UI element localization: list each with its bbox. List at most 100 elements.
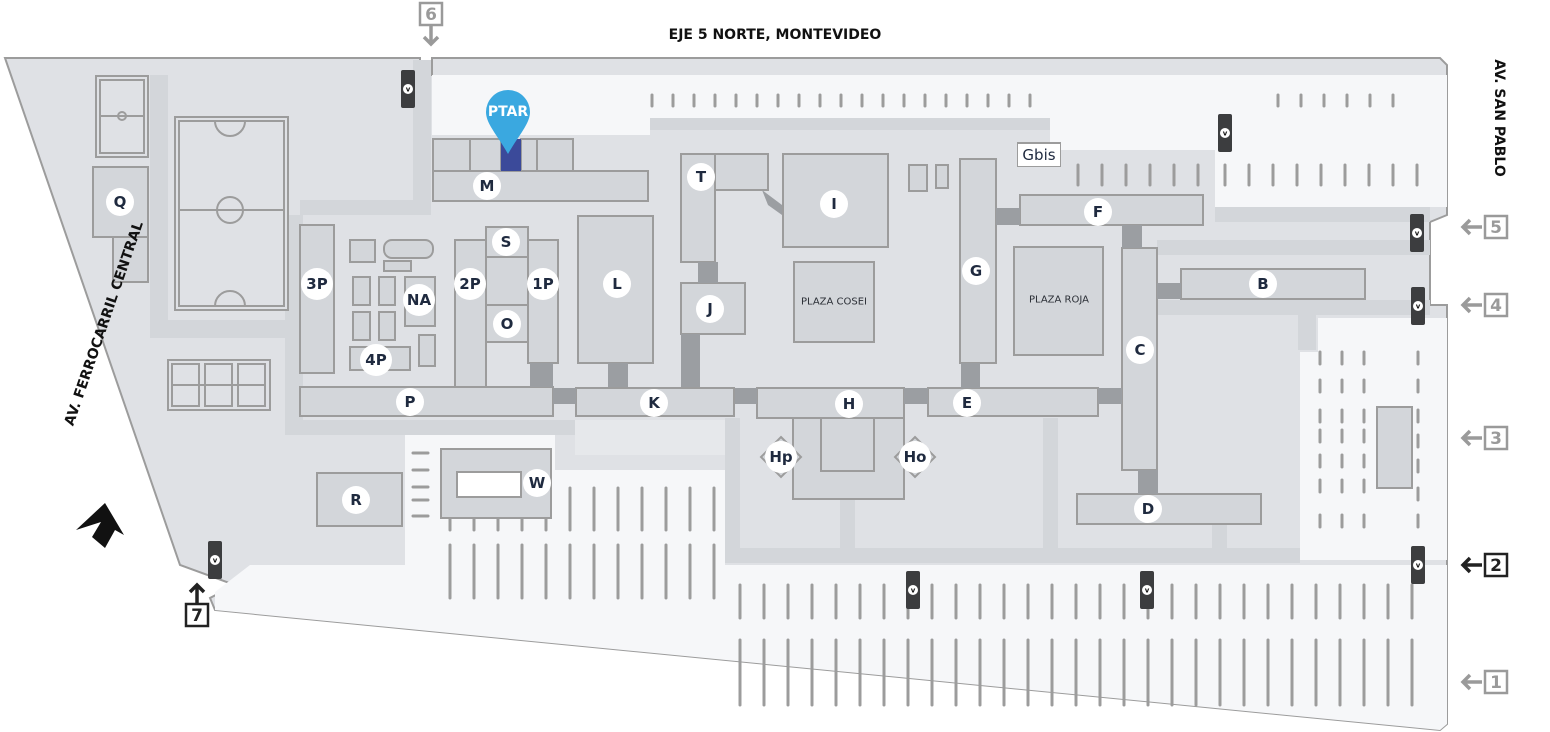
building-annex[interactable] (378, 311, 396, 341)
connector (961, 363, 980, 388)
security-booth[interactable]: v (1410, 214, 1424, 252)
gate-7[interactable]: 7 (184, 582, 210, 628)
building-label-1P[interactable]: 1P (527, 268, 559, 300)
connector (1157, 283, 1181, 299)
building-T-wing[interactable] (714, 153, 769, 191)
label-badge (396, 388, 424, 416)
gate-4[interactable]: 4 (1460, 292, 1509, 318)
building-label-M[interactable]: M (473, 172, 501, 200)
building-M[interactable] (432, 170, 649, 202)
building-annex[interactable] (349, 239, 376, 263)
building-label-2P[interactable]: 2P (454, 268, 486, 300)
building-label-NA[interactable]: NA (403, 284, 435, 316)
building-M-annex[interactable] (469, 138, 502, 172)
building-label-G[interactable]: G (962, 257, 990, 285)
building-label-R[interactable]: R (342, 486, 370, 514)
building-label-J[interactable]: J (696, 295, 724, 323)
building-label-L[interactable]: L (603, 270, 631, 298)
walkway (150, 320, 300, 338)
building-M-annex[interactable] (520, 138, 538, 172)
building-label-P[interactable]: P (396, 388, 424, 416)
building-name: 2P (459, 275, 480, 293)
building-label-E[interactable]: E (953, 389, 981, 417)
building-Q-annex[interactable] (112, 236, 149, 283)
building-S-O-link[interactable] (485, 256, 529, 306)
north-parking-area (432, 75, 1447, 207)
booth-label: v (406, 86, 411, 94)
building-name: 4P (365, 351, 386, 369)
building-label-I[interactable]: I (820, 190, 848, 218)
booth-dot (1413, 301, 1423, 311)
building-M-annex[interactable] (536, 138, 574, 172)
ptar-marker[interactable]: PTAR (486, 90, 530, 154)
arrow-up-icon (188, 582, 206, 604)
building-plaza-roja[interactable] (1013, 246, 1104, 356)
building-label-K[interactable]: K (640, 389, 668, 417)
building-label-Gbis[interactable]: Gbis (1018, 144, 1060, 166)
booth-label: v (1416, 562, 1421, 570)
building-label-3P[interactable]: 3P (301, 268, 333, 300)
gate-box (1483, 669, 1509, 695)
building-name: R (350, 491, 362, 509)
building-annex[interactable] (908, 164, 928, 192)
building-annex[interactable] (383, 260, 412, 272)
building-label-S[interactable]: S (492, 228, 520, 256)
security-booth[interactable]: v (1411, 546, 1425, 584)
connector (698, 262, 718, 283)
arrow-left-icon (1460, 296, 1482, 314)
building-annex[interactable] (935, 164, 949, 189)
building-label-F[interactable]: F (1084, 198, 1112, 226)
building-H-court[interactable] (820, 417, 875, 472)
building-annex[interactable] (383, 239, 434, 259)
building-label-4P[interactable]: 4P (360, 344, 392, 376)
gate-box (1483, 292, 1509, 318)
building-label-Hp[interactable]: Hp (765, 441, 797, 473)
building-annex[interactable] (352, 311, 371, 341)
building-label-C[interactable]: C (1126, 336, 1154, 364)
gate-3[interactable]: 3 (1460, 425, 1509, 451)
building-label-H[interactable]: H (835, 390, 863, 418)
label-badge (1249, 270, 1277, 298)
building-east-annex[interactable] (1376, 406, 1413, 489)
gate-5[interactable]: 5 (1460, 214, 1509, 240)
building-1P[interactable] (527, 239, 559, 364)
building-P[interactable] (299, 386, 554, 417)
soccer-field (174, 116, 289, 311)
building-plaza-cosei[interactable] (793, 261, 875, 343)
building-M-annex[interactable] (432, 138, 471, 172)
building-D[interactable] (1076, 493, 1262, 525)
security-booth[interactable]: v (208, 541, 222, 579)
building-2P[interactable] (454, 239, 487, 388)
walkway (725, 418, 740, 560)
building-label-T[interactable]: T (687, 163, 715, 191)
building-label-W[interactable]: W (523, 469, 551, 497)
small-field (95, 75, 149, 158)
building-label-Ho[interactable]: Ho (899, 441, 931, 473)
security-booth[interactable]: v (906, 571, 920, 609)
walkway (1215, 207, 1430, 222)
walkway (1157, 240, 1430, 255)
label-badge (493, 310, 521, 338)
security-booth[interactable]: v (1411, 287, 1425, 325)
connector (1138, 470, 1158, 494)
gate-2[interactable]: 2 (1460, 552, 1509, 578)
inner-campus (575, 420, 725, 455)
security-booth[interactable]: v (401, 70, 415, 108)
building-annex[interactable] (418, 334, 436, 367)
building-label-B[interactable]: B (1249, 270, 1277, 298)
security-booth[interactable]: v (1140, 571, 1154, 609)
security-booth[interactable]: v (1218, 114, 1232, 152)
building-annex[interactable] (352, 276, 371, 306)
building-name: T (696, 168, 707, 186)
building-label-O[interactable]: O (493, 310, 521, 338)
building-label-D[interactable]: D (1134, 495, 1162, 523)
gate-6[interactable]: 6 (418, 1, 444, 47)
building-name: D (1142, 500, 1154, 518)
building-H-front[interactable] (756, 387, 905, 419)
buildings (92, 138, 1413, 527)
building-annex[interactable] (378, 276, 396, 306)
booth-label: v (1145, 587, 1150, 595)
building-label-Q[interactable]: Q (106, 188, 134, 216)
gate-1[interactable]: 1 (1460, 669, 1509, 695)
